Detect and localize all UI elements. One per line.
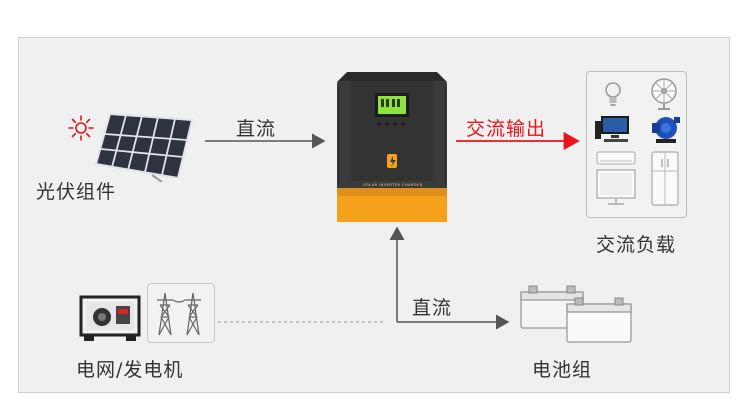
ac-output-label: 交流输出 (466, 118, 547, 140)
battery-bank-label: 电池组 (532, 359, 593, 381)
air-conditioner-icon (596, 151, 636, 165)
lightbulb-icon (605, 82, 621, 106)
inverter-nameplate: SOLAR INVERTER CHARGER (363, 183, 423, 187)
pv-modules-label: 光伏组件 (36, 181, 117, 203)
grid-generator-label: 电网/发电机 (76, 359, 184, 381)
dc-label-top: 直流 (236, 118, 277, 140)
ac-load-label: 交流负载 (596, 234, 677, 256)
tv-icon (596, 169, 636, 205)
inverter-icon (337, 72, 447, 222)
solar-panel-icon (94, 112, 194, 182)
grid-box (147, 283, 215, 343)
battery-icon (520, 285, 632, 343)
sun-icon (68, 115, 94, 141)
dc-label-bottom: 直流 (412, 297, 453, 319)
refrigerator-icon (651, 151, 679, 206)
water-pump-icon (652, 117, 680, 143)
power-tower-icon (157, 292, 201, 336)
generator-icon (79, 295, 141, 341)
computer-icon (595, 116, 629, 142)
fan-icon (651, 78, 677, 110)
